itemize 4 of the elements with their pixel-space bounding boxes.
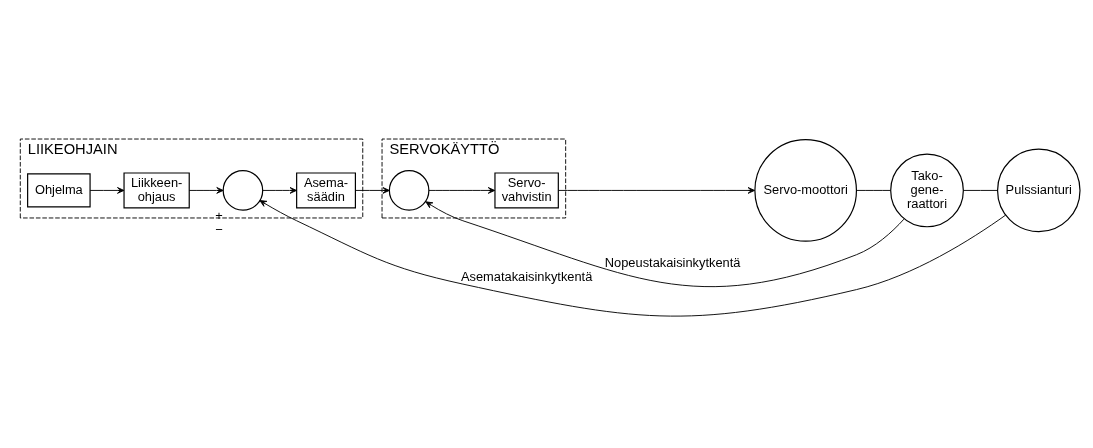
node-label: − <box>215 222 223 238</box>
edge-label: Asematakaisinkytkentä <box>460 268 593 284</box>
node-label: + <box>215 208 223 224</box>
edge-label: Nopeustakaisinkytkentä <box>604 254 741 270</box>
